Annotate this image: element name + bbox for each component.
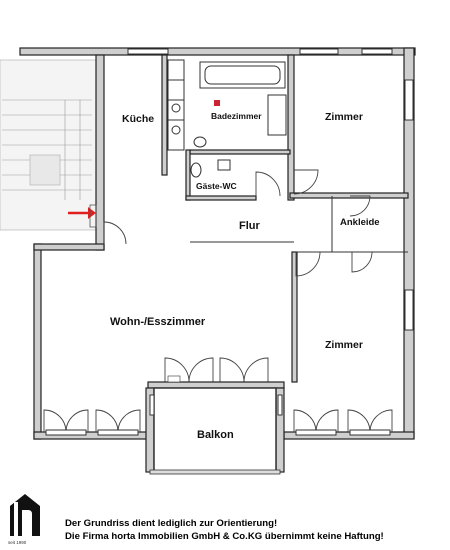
label-gaeste-wc: Gäste-WC: [196, 181, 237, 191]
label-zimmer-top: Zimmer: [325, 111, 363, 123]
bottom-window-doors-right: [293, 409, 393, 436]
label-flur: Flur: [239, 220, 260, 232]
kitchen-fixtures: [167, 59, 185, 151]
doors: [103, 169, 373, 277]
bottom-window-doors-left: [43, 409, 141, 436]
bathroom-fixtures: [193, 61, 287, 148]
label-badezimmer: Badezimmer: [211, 111, 262, 121]
top-windows: [127, 48, 393, 55]
disclaimer: Der Grundriss dient lediglich zur Orient…: [65, 517, 445, 543]
staircase: [0, 59, 101, 231]
living-window-doors: [147, 357, 285, 389]
disclaimer-line-2: Die Firma horta Immobilien GmbH & Co.KG …: [65, 531, 384, 542]
wc-fixtures: [190, 159, 231, 178]
label-kueche: Küche: [122, 113, 154, 125]
horta-logo-icon: [10, 494, 40, 536]
right-windows: [404, 79, 414, 331]
label-balkon: Balkon: [197, 429, 234, 441]
entrance-arrow: [68, 204, 97, 228]
disclaimer-line-1: Der Grundriss dient lediglich zur Orient…: [65, 518, 278, 529]
outer-walls: [19, 47, 416, 440]
label-ankleide: Ankleide: [340, 217, 380, 228]
logo-since-text: seit 1990: [8, 540, 27, 545]
balcony: [145, 387, 285, 475]
label-wohn-ess: Wohn-/Esszimmer: [110, 316, 206, 328]
label-zimmer-right: Zimmer: [325, 339, 363, 351]
